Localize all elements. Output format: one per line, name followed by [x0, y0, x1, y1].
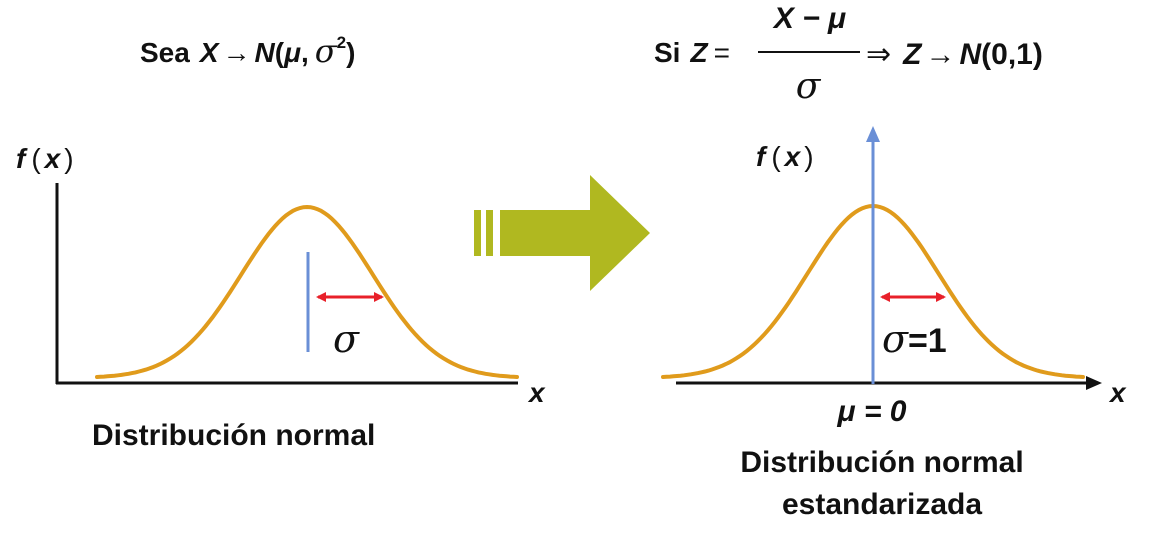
svg-text:⇒Z→N(0,1): ⇒Z→N(0,1) — [866, 38, 1043, 71]
left-normal-chart: f(x) σ x — [16, 143, 546, 408]
svg-text:SiZ=: SiZ= — [654, 37, 730, 68]
right-caption-line1: Distribución normal — [740, 446, 1023, 479]
formula-numerator: X − μ — [772, 2, 846, 35]
right-mean-axis-arrowhead-icon — [866, 126, 880, 142]
right-x-axis-arrowhead-icon — [1086, 376, 1102, 390]
formula-denominator: σ — [796, 66, 822, 107]
right-mean-label: μ = 0 — [837, 395, 907, 428]
right-caption-line2: estandarizada — [782, 488, 982, 521]
left-y-axis-label: f(x) — [16, 143, 74, 174]
right-sigma-label: σ=1 — [882, 317, 947, 361]
right-standard-normal-chart: f(x) σ=1 x μ = 0 — [661, 126, 1127, 428]
left-x-axis-label: x — [527, 377, 546, 408]
left-caption: Distribución normal — [92, 419, 375, 452]
right-x-axis-label: x — [1108, 377, 1127, 408]
left-normal-curve — [95, 204, 519, 379]
transform-arrow-icon — [474, 175, 650, 291]
right-y-axis-label: f(x) — [756, 141, 814, 172]
left-sigma-label: σ — [333, 317, 360, 361]
